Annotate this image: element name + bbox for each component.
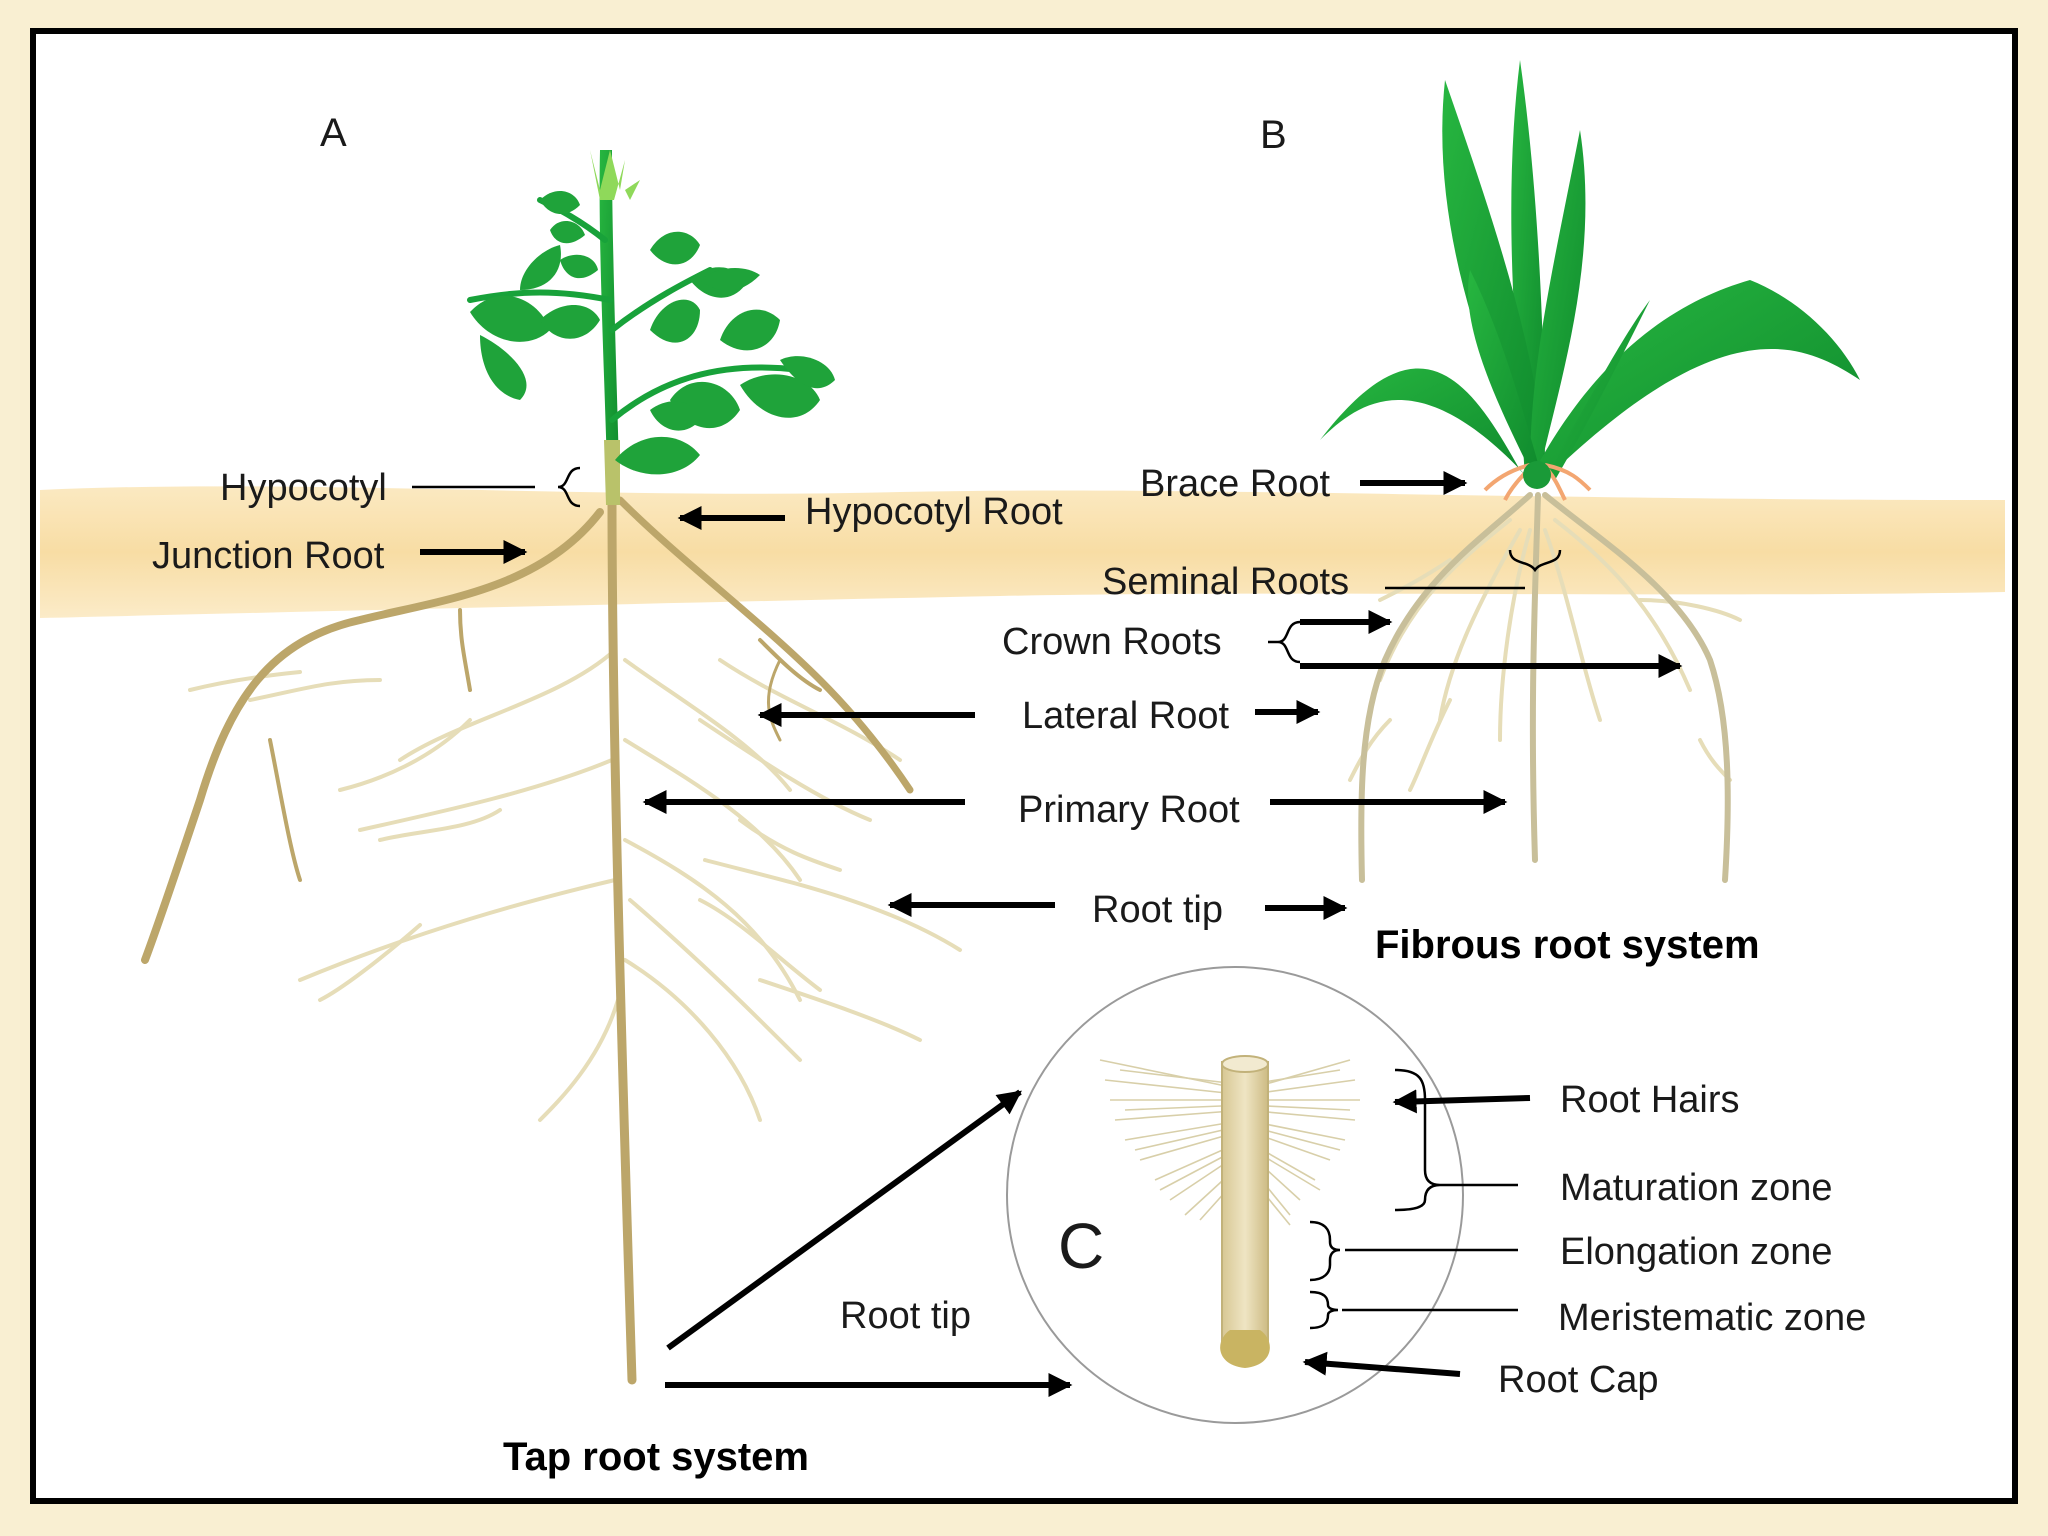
root-tip-detail bbox=[1006, 966, 1464, 1424]
hypocotyl-label: Hypocotyl bbox=[220, 467, 387, 509]
junction-root-label: Junction Root bbox=[152, 535, 385, 577]
panel-a-label: A bbox=[320, 111, 347, 155]
root-cap-label: Root Cap bbox=[1498, 1359, 1659, 1401]
elongation-bracket bbox=[1309, 1220, 1341, 1282]
seminal-roots-bracket bbox=[1508, 549, 1562, 573]
hypocotyl-bracket bbox=[557, 466, 581, 508]
root-hairs-label: Root Hairs bbox=[1560, 1079, 1740, 1121]
maturation-bracket bbox=[1394, 1068, 1441, 1212]
panel-b-label: B bbox=[1260, 113, 1287, 157]
tap-root-plant bbox=[141, 150, 962, 1385]
hypocotyl-root-label: Hypocotyl Root bbox=[805, 491, 1063, 533]
meristematic-zone-label: Meristematic zone bbox=[1558, 1297, 1866, 1339]
fibrous-caption: Fibrous root system bbox=[1375, 923, 1760, 967]
soil-band bbox=[40, 486, 2005, 618]
root-tip-zoom-arrow-upper bbox=[666, 1089, 1022, 1351]
crown-roots-label: Crown Roots bbox=[1002, 621, 1222, 663]
root-tip-label-low: Root tip bbox=[840, 1295, 971, 1337]
primary-root-label: Primary Root bbox=[1018, 789, 1240, 831]
tap-caption: Tap root system bbox=[503, 1435, 809, 1479]
elongation-zone-label: Elongation zone bbox=[1560, 1231, 1833, 1273]
root-hairs-arrow bbox=[1392, 1089, 1531, 1114]
maturation-zone-label: Maturation zone bbox=[1560, 1167, 1833, 1209]
panel-c-label: C bbox=[1058, 1210, 1104, 1282]
root-tip-label-mid: Root tip bbox=[1092, 889, 1223, 931]
lateral-root-label: Lateral Root bbox=[1022, 695, 1229, 737]
brace-root-label: Brace Root bbox=[1140, 463, 1331, 505]
fibrous-root-plant bbox=[1320, 60, 1860, 883]
root-cap-arrow bbox=[1302, 1351, 1461, 1377]
crown-roots-bracket bbox=[1277, 620, 1301, 664]
seminal-roots-label: Seminal Roots bbox=[1102, 561, 1349, 603]
meristematic-bracket bbox=[1309, 1290, 1339, 1330]
